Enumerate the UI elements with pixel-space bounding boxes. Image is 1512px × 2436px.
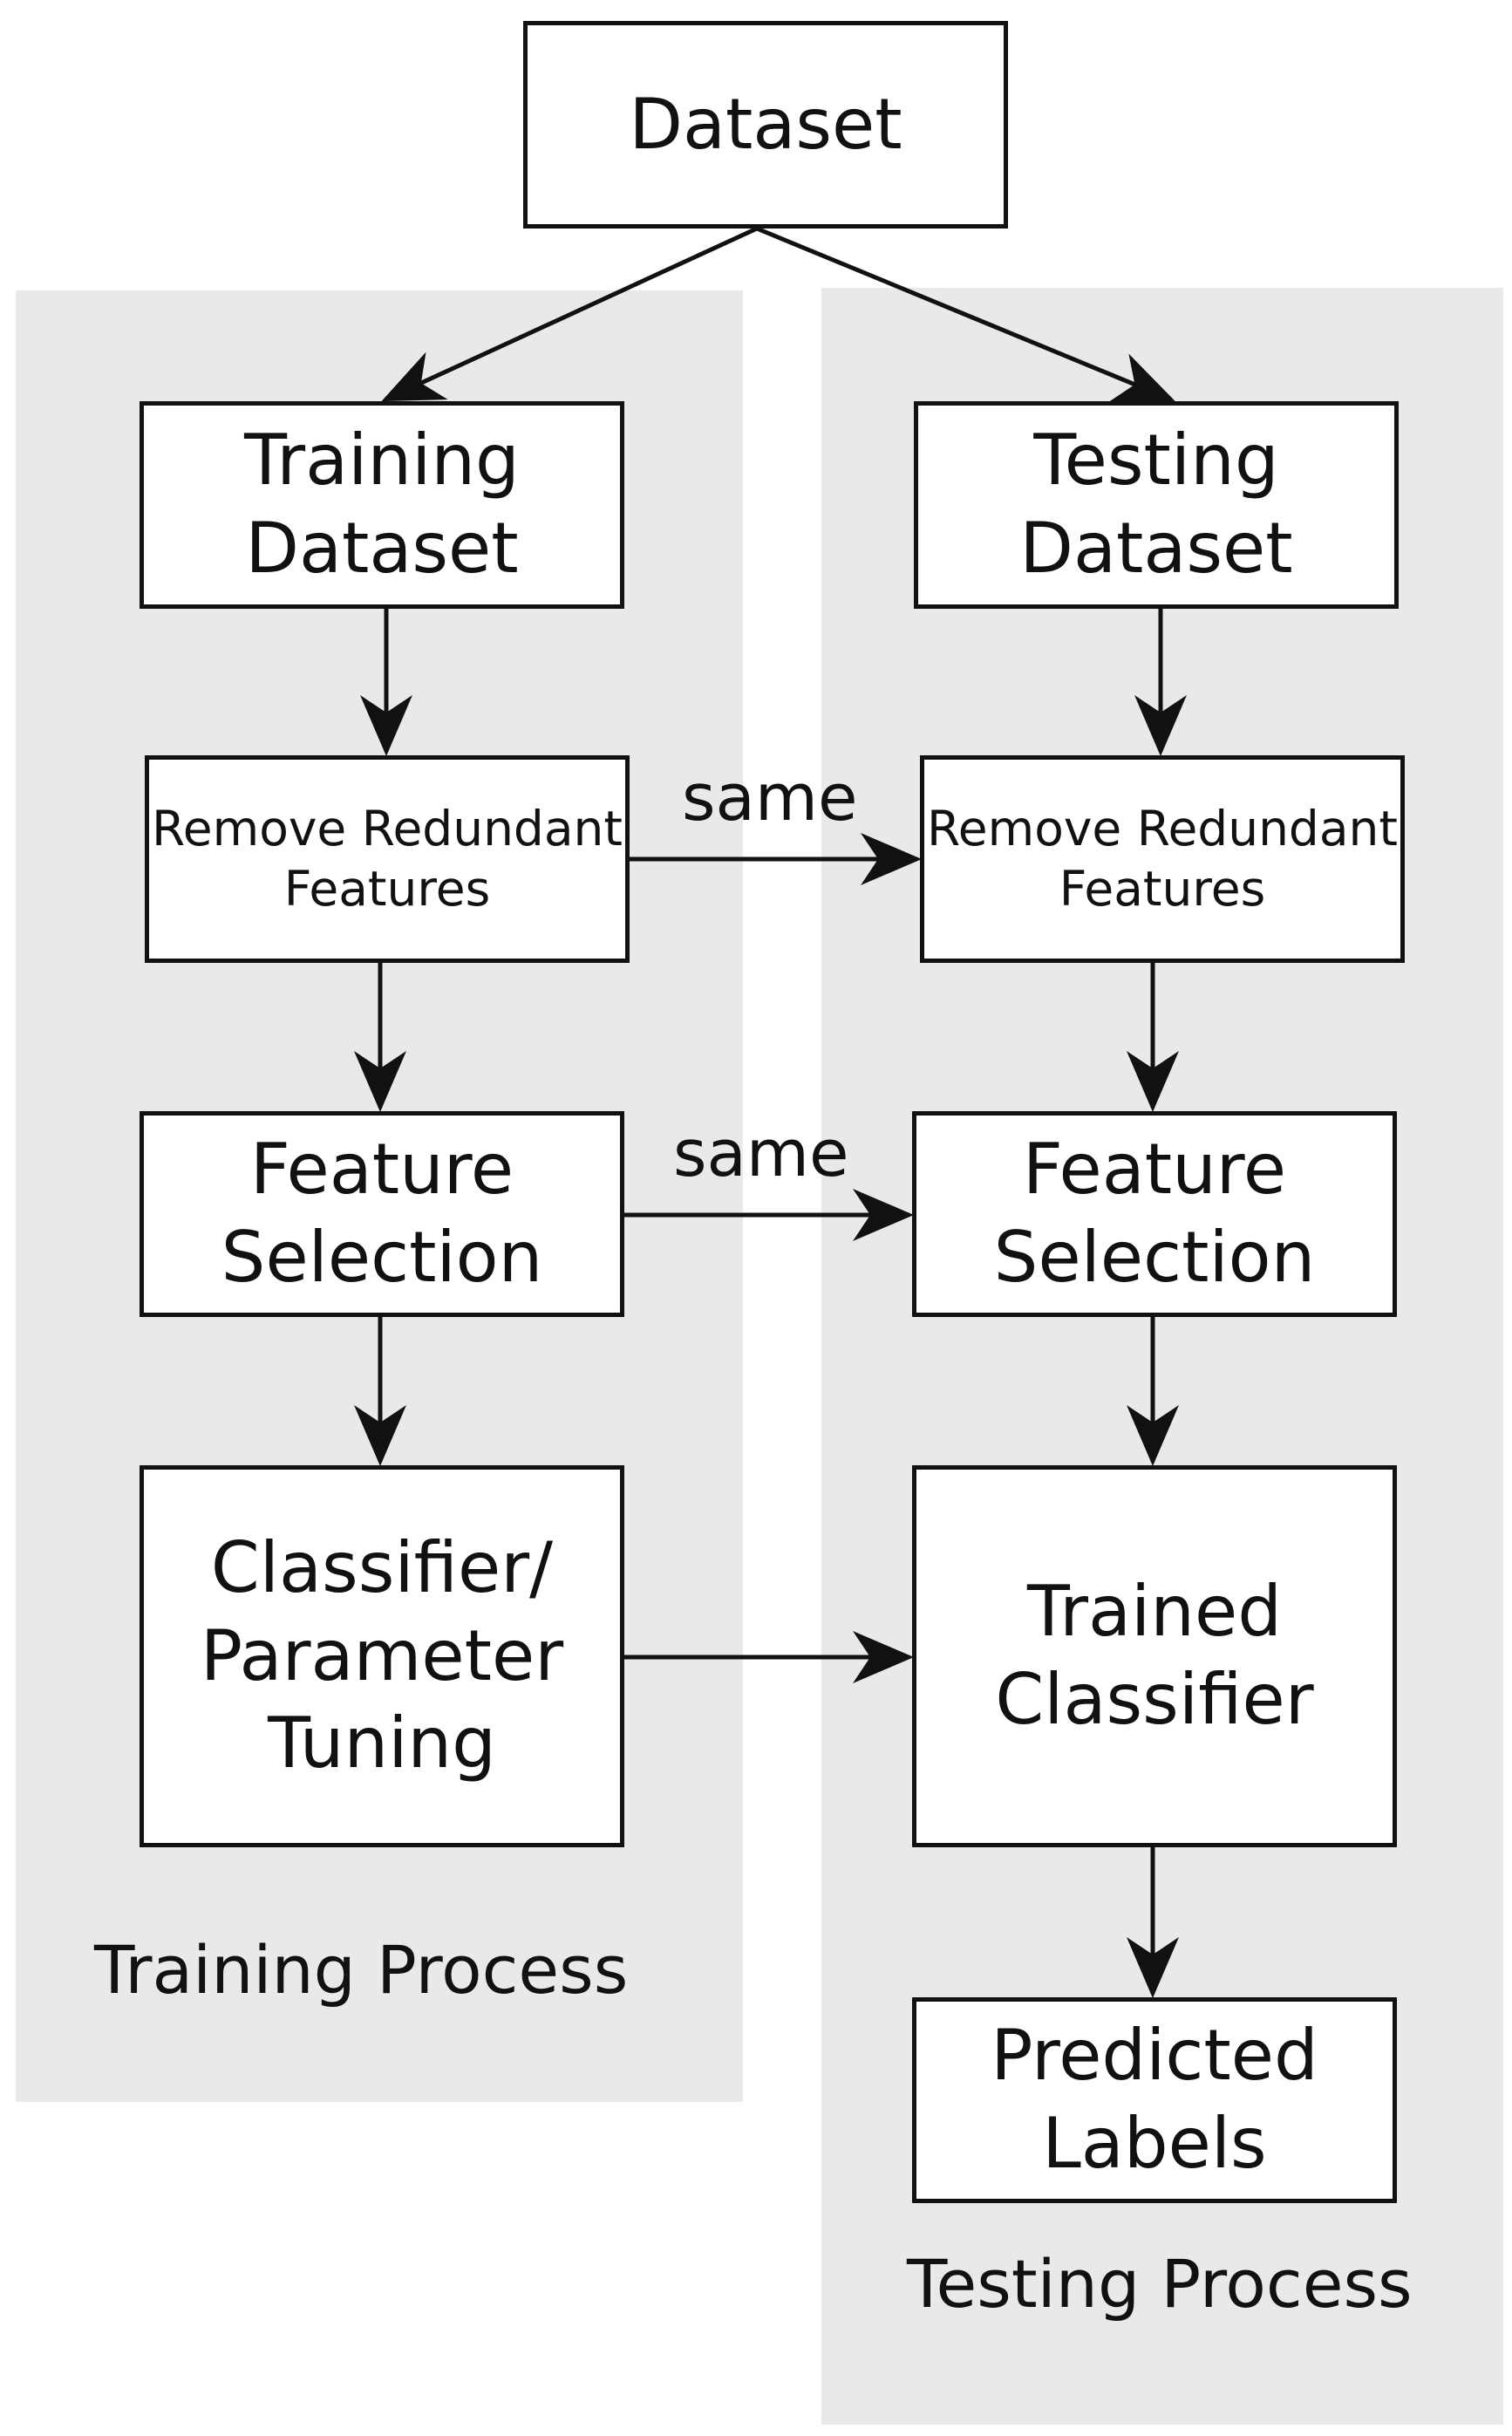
edge-dataset-to-testing [756,226,1175,402]
remove-redundant-test-label: Remove Redundant Features [927,800,1398,917]
dataset-label: Dataset [629,83,902,165]
dataset-node: Dataset [523,21,1008,229]
training-dataset-node: Training Dataset [140,401,624,609]
training-process-title: Training Process [94,1931,629,2009]
predicted-labels-label: Predicted Labels [991,2015,1318,2184]
training-dataset-label: Training Dataset [244,420,520,589]
remove-same-label: same [682,761,858,836]
remove-redundant-train-label: Remove Redundant Features [152,800,623,917]
trained-classifier-node: Trained Classifier [912,1465,1397,1847]
testing-dataset-label: Testing Dataset [1019,420,1293,589]
predicted-labels-node: Predicted Labels [912,1997,1397,2203]
feature-selection-train-label: Feature Selection [221,1129,543,1298]
testing-dataset-node: Testing Dataset [914,401,1399,609]
trained-classifier-label: Trained Classifier [995,1571,1314,1740]
feature-same-label: same [673,1116,849,1191]
feature-selection-test-node: Feature Selection [912,1111,1397,1317]
remove-redundant-train-node: Remove Redundant Features [145,755,630,963]
edge-dataset-to-training [381,226,759,402]
feature-selection-train-node: Feature Selection [140,1111,624,1317]
classifier-tuning-label: Classifier/ Parameter Tuning [200,1526,564,1784]
testing-process-title: Testing Process [907,2245,1413,2323]
feature-selection-test-label: Feature Selection [993,1129,1316,1298]
classifier-tuning-node: Classifier/ Parameter Tuning [140,1465,624,1847]
remove-redundant-test-node: Remove Redundant Features [920,755,1405,963]
